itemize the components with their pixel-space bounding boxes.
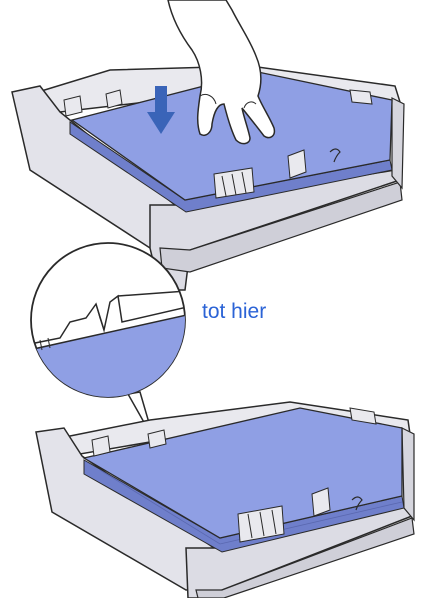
bottom-tray-illustration bbox=[36, 402, 414, 598]
top-tray-left-clip bbox=[64, 96, 82, 116]
callout-label: tot hier bbox=[202, 300, 266, 324]
top-tray-right-clip bbox=[350, 90, 372, 104]
top-tray-right-side bbox=[392, 98, 404, 188]
bottom-tray-left-clip bbox=[92, 436, 110, 456]
top-tray-illustration bbox=[12, 0, 404, 290]
